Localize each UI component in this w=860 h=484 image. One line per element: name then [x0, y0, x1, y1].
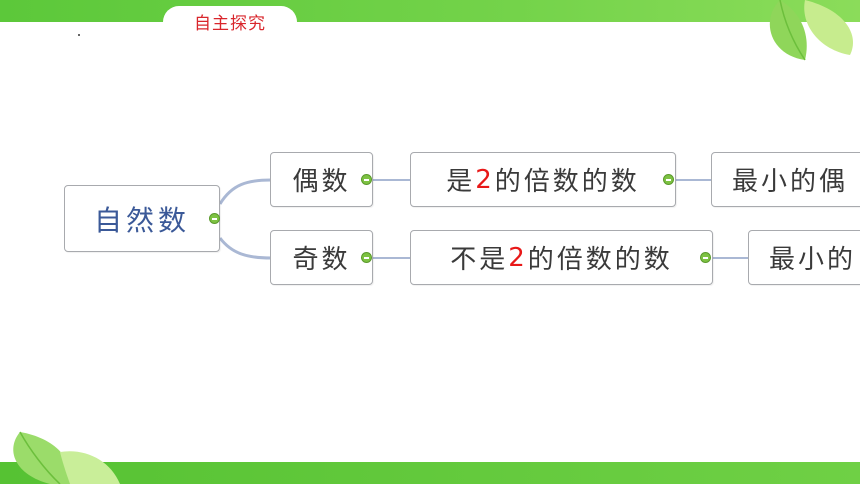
fact-node-label: 最小的	[769, 245, 857, 275]
collapse-toggle-icon[interactable]	[361, 252, 372, 263]
leaf-decoration-icon	[13, 431, 120, 484]
leaf-decoration-icon	[769, 0, 853, 61]
section-tab-label: 自主探究	[194, 14, 266, 34]
definition-text-before: 是	[446, 167, 476, 197]
section-tab[interactable]: 自主探究	[163, 6, 297, 36]
branch-node-odd[interactable]: 奇数	[270, 230, 373, 285]
definition-text-after: 的倍数的数	[527, 245, 673, 275]
fact-node-even[interactable]: 最小的偶	[711, 152, 860, 207]
collapse-toggle-icon[interactable]	[663, 174, 674, 185]
definition-highlight-number: 2	[475, 164, 495, 195]
branch-node-even[interactable]: 偶数	[270, 152, 373, 207]
stray-dot	[78, 34, 80, 36]
mindmap-root-node[interactable]: 自然数	[64, 185, 220, 252]
definition-text-before: 不是	[450, 245, 509, 275]
fact-node-label: 最小的偶	[732, 167, 849, 197]
definition-text-after: 的倍数的数	[494, 167, 640, 197]
root-node-label: 自然数	[93, 203, 190, 237]
branch-node-label: 偶数	[292, 167, 351, 197]
collapse-toggle-icon[interactable]	[209, 213, 220, 224]
branch-node-label: 奇数	[292, 245, 351, 275]
collapse-toggle-icon[interactable]	[361, 174, 372, 185]
collapse-toggle-icon[interactable]	[700, 252, 711, 263]
definition-highlight-number: 2	[508, 242, 528, 273]
fact-node-odd[interactable]: 最小的	[748, 230, 860, 285]
footer-bar	[0, 462, 860, 484]
